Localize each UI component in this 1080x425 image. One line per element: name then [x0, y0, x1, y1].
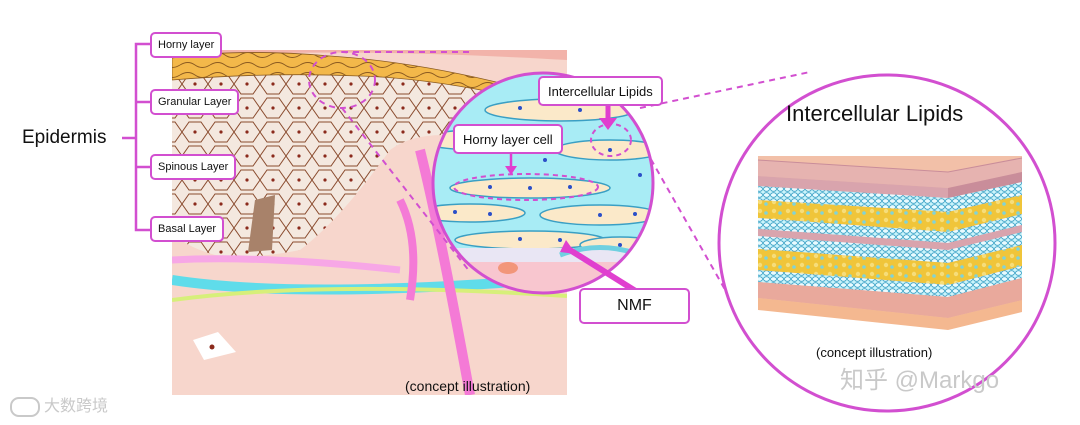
nerve-yellow — [172, 286, 567, 302]
intercellular-lipids-title: Intercellular Lipids — [786, 101, 964, 126]
lipid-magnified-circle — [717, 73, 1057, 413]
concept-caption-right: (concept illustration) — [816, 345, 933, 360]
intercellular-lipids-callout: Intercellular Lipids — [538, 76, 663, 106]
watermark-logo-icon — [10, 396, 40, 417]
concept-caption-left: (concept illustration) — [405, 378, 531, 394]
blood-vessel-pink — [415, 148, 475, 395]
watermark-right: 知乎 @Markgo — [840, 367, 1000, 394]
melanocyte — [248, 195, 275, 252]
watermark-left: 大数跨境 — [10, 392, 108, 417]
horny-layer-label: Horny layer — [150, 32, 223, 58]
dermal-cell — [193, 332, 236, 360]
spinous-layer-label: Spinous Layer — [150, 154, 237, 180]
horny-layer-cell-callout: Horny layer cell — [453, 124, 563, 154]
epidermis-bracket — [122, 42, 150, 232]
granular-layer-label: Granular Layer — [150, 89, 240, 115]
basal-layer-label: Basal Layer — [150, 216, 225, 242]
lipid-layer-block — [757, 156, 1023, 330]
nmf-label: NMF — [579, 288, 690, 324]
epidermis-label: Epidermis — [22, 127, 107, 148]
